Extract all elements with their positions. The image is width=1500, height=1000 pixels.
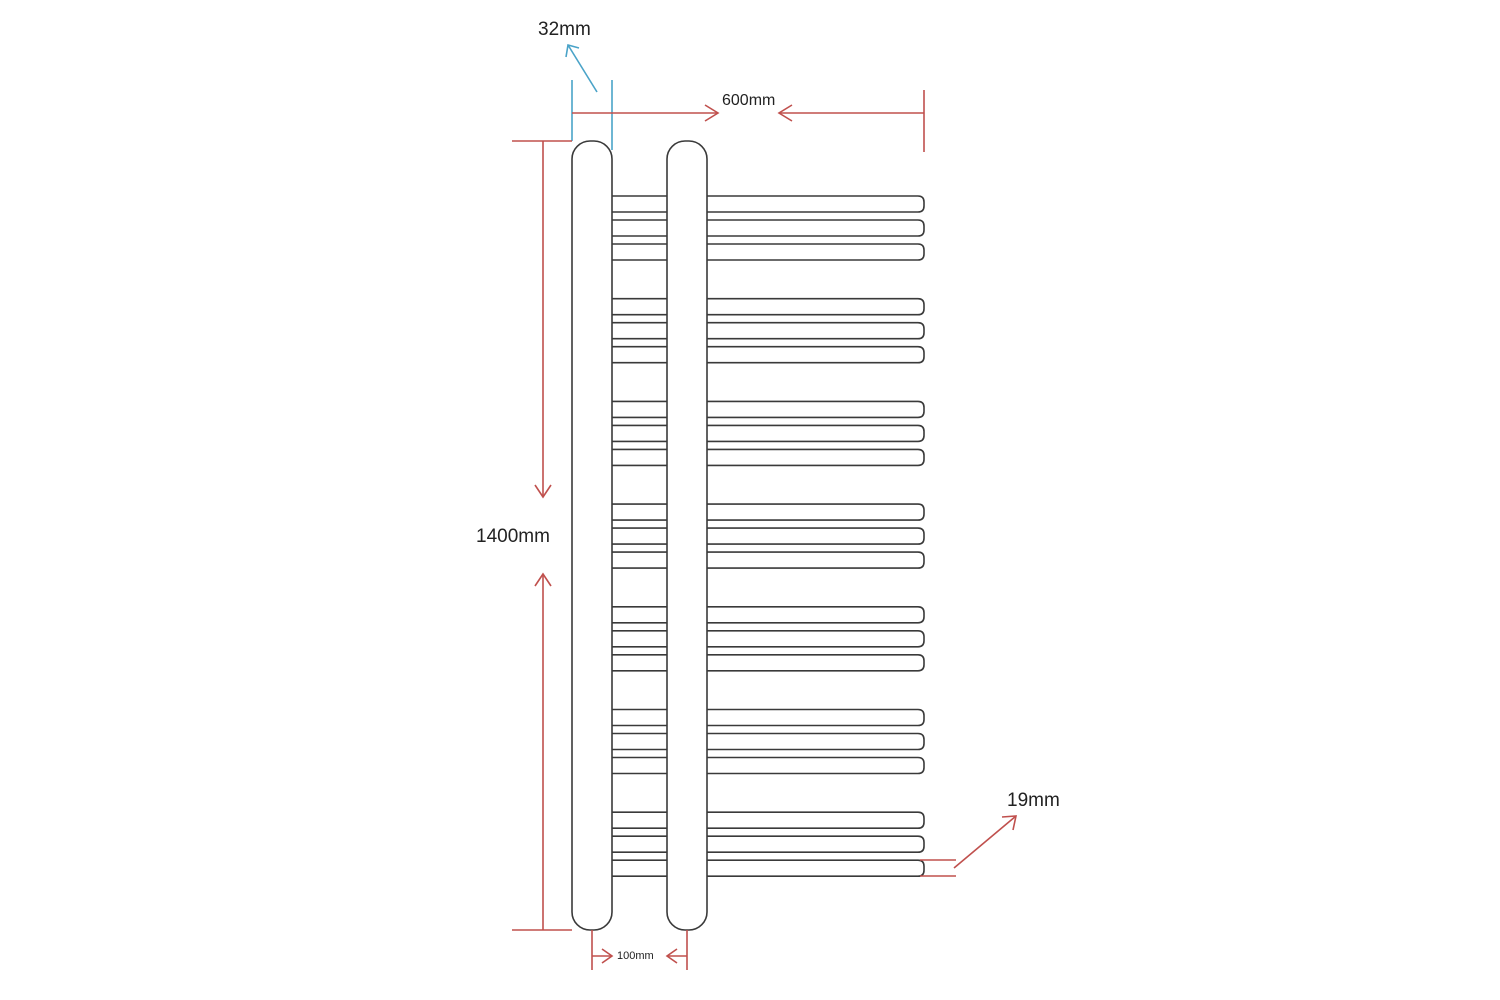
label-19mm: 19mm (1007, 790, 1060, 811)
dim-100mm (591, 930, 688, 970)
label-32mm: 32mm (538, 19, 591, 40)
rail (612, 527, 925, 545)
rail (612, 503, 925, 521)
rail (612, 400, 925, 419)
rail (612, 424, 925, 443)
rail (612, 630, 925, 648)
label-1400mm: 1400mm (476, 526, 550, 547)
rail (612, 448, 925, 467)
rail (612, 551, 925, 569)
left-post (571, 140, 613, 931)
dim-19mm (920, 815, 1018, 877)
label-100mm: 100mm (617, 950, 654, 962)
rail (612, 811, 925, 829)
label-600mm: 600mm (722, 92, 776, 109)
rail (612, 835, 925, 853)
rail (612, 756, 925, 775)
dim-32mm (565, 43, 613, 150)
rail (612, 321, 925, 340)
rail (612, 654, 925, 672)
dim-600mm (572, 90, 925, 152)
rail (612, 297, 925, 316)
rail (612, 732, 925, 751)
rail (612, 606, 925, 624)
rail (612, 243, 925, 261)
rail (612, 708, 925, 727)
dim-1400mm (512, 140, 572, 931)
rail (612, 859, 925, 877)
rail (612, 345, 925, 364)
right-post (666, 140, 708, 931)
rails (612, 195, 925, 877)
rail (612, 219, 925, 237)
rail (612, 195, 925, 213)
